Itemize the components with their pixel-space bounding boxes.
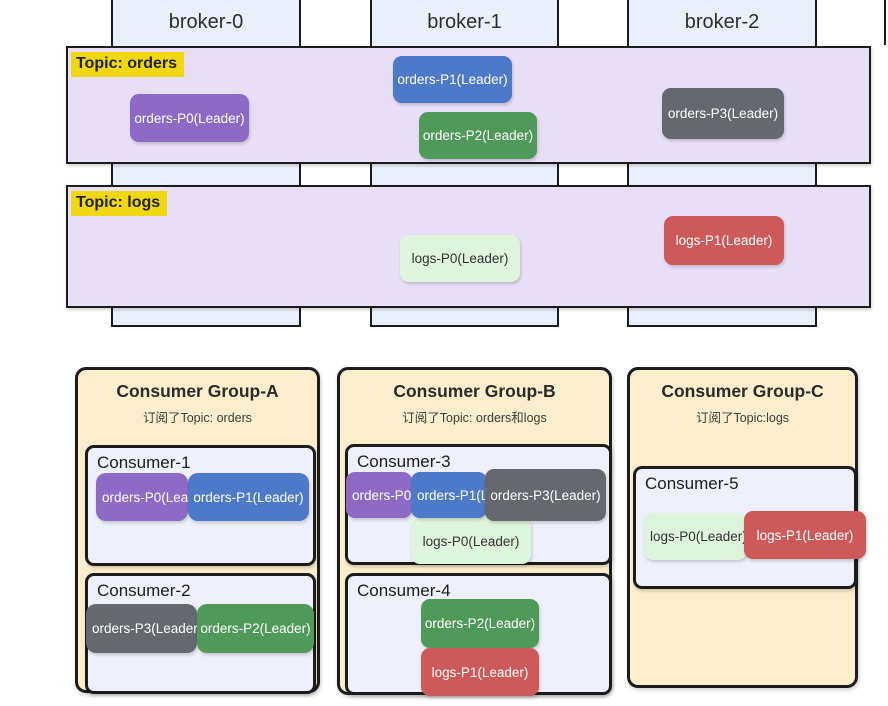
partition-orders-p3: orders-P3(Leader) bbox=[662, 88, 784, 139]
assigned-orders-p3: orders-P3(Leader) bbox=[86, 604, 197, 653]
assigned-logs-p1: logs-P1(Leader) bbox=[421, 648, 539, 696]
assigned-logs-p0: logs-P0(Leader) bbox=[411, 518, 531, 564]
assigned-orders-p2: orders-P2(Leader) bbox=[421, 599, 539, 648]
consumer-group-a-subtitle: 订阅了Topic: orders bbox=[142, 411, 253, 425]
consumer-group-b-title: Consumer Group-B bbox=[393, 381, 556, 401]
assigned-orders-p0: orders-P0(Leader) bbox=[96, 473, 188, 521]
consumer-group-c-title: Consumer Group-C bbox=[661, 381, 824, 401]
consumer-1-box: Consumer-1 orders-P0(Leader) orders-P1(L… bbox=[85, 445, 316, 566]
consumer-group-a-title: Consumer Group-A bbox=[116, 381, 279, 401]
broker-2-label: broker-2 bbox=[684, 11, 760, 33]
consumer-4-box: Consumer-4 orders-P2(Leader) logs-P1(Lea… bbox=[345, 573, 612, 696]
assigned-logs-p1: logs-P1(Leader) bbox=[744, 511, 866, 559]
assigned-orders-p0: orders-P0(Leader) bbox=[346, 472, 412, 518]
consumer-group-a: Consumer Group-A 订阅了Topic: orders Consum… bbox=[75, 367, 320, 694]
consumer-1-label: Consumer-1 bbox=[97, 453, 191, 472]
assigned-logs-p0: logs-P0(Leader) bbox=[644, 513, 747, 560]
partition-orders-p2: orders-P2(Leader) bbox=[419, 112, 537, 159]
consumer-5-label: Consumer-5 bbox=[645, 474, 739, 493]
consumer-3-box: Consumer-3 orders-P0(Leader) orders-P1(L… bbox=[345, 444, 612, 565]
consumer-2-label: Consumer-2 bbox=[97, 581, 191, 600]
consumer-group-c-subtitle: 订阅了Topic:logs bbox=[695, 411, 790, 425]
topic-logs-label: Topic: logs bbox=[71, 191, 168, 216]
topic-orders-label: Topic: orders bbox=[71, 52, 185, 77]
partition-orders-p1: orders-P1(Leader) bbox=[393, 56, 512, 103]
consumer-group-c: Consumer Group-C 订阅了Topic:logs Consumer-… bbox=[627, 367, 866, 688]
cropped-box-edge bbox=[884, 0, 886, 45]
assigned-orders-p1: orders-P1(Leader) bbox=[411, 472, 487, 518]
broker-1-label: broker-1 bbox=[427, 11, 502, 33]
consumer-3-label: Consumer-3 bbox=[357, 452, 451, 471]
topic-logs-band: Topic: logs logs-P0(Leader) logs-P1(Lead… bbox=[66, 185, 871, 308]
consumer-group-b: Consumer Group-B 订阅了Topic: orders和logs C… bbox=[337, 367, 612, 696]
consumer-4-label: Consumer-4 bbox=[357, 581, 451, 600]
partition-orders-p0: orders-P0(Leader) bbox=[130, 94, 249, 142]
consumer-2-box: Consumer-2 orders-P3(Leader) orders-P2(L… bbox=[85, 573, 316, 694]
consumer-group-b-subtitle: 订阅了Topic: orders和logs bbox=[402, 411, 547, 425]
broker-0-label: broker-0 bbox=[168, 11, 244, 33]
assigned-orders-p3: orders-P3(Leader) bbox=[485, 469, 606, 521]
consumer-5-box: Consumer-5 logs-P0(Leader) logs-P1(Leade… bbox=[633, 466, 866, 589]
assigned-orders-p1: orders-P1(Leader) bbox=[188, 473, 309, 521]
assigned-orders-p2: orders-P2(Leader) bbox=[197, 604, 314, 653]
partition-logs-p1: logs-P1(Leader) bbox=[664, 216, 784, 265]
topic-orders-band: Topic: orders orders-P0(Leader) orders-P… bbox=[66, 46, 871, 164]
partition-logs-p0: logs-P0(Leader) bbox=[400, 235, 520, 282]
